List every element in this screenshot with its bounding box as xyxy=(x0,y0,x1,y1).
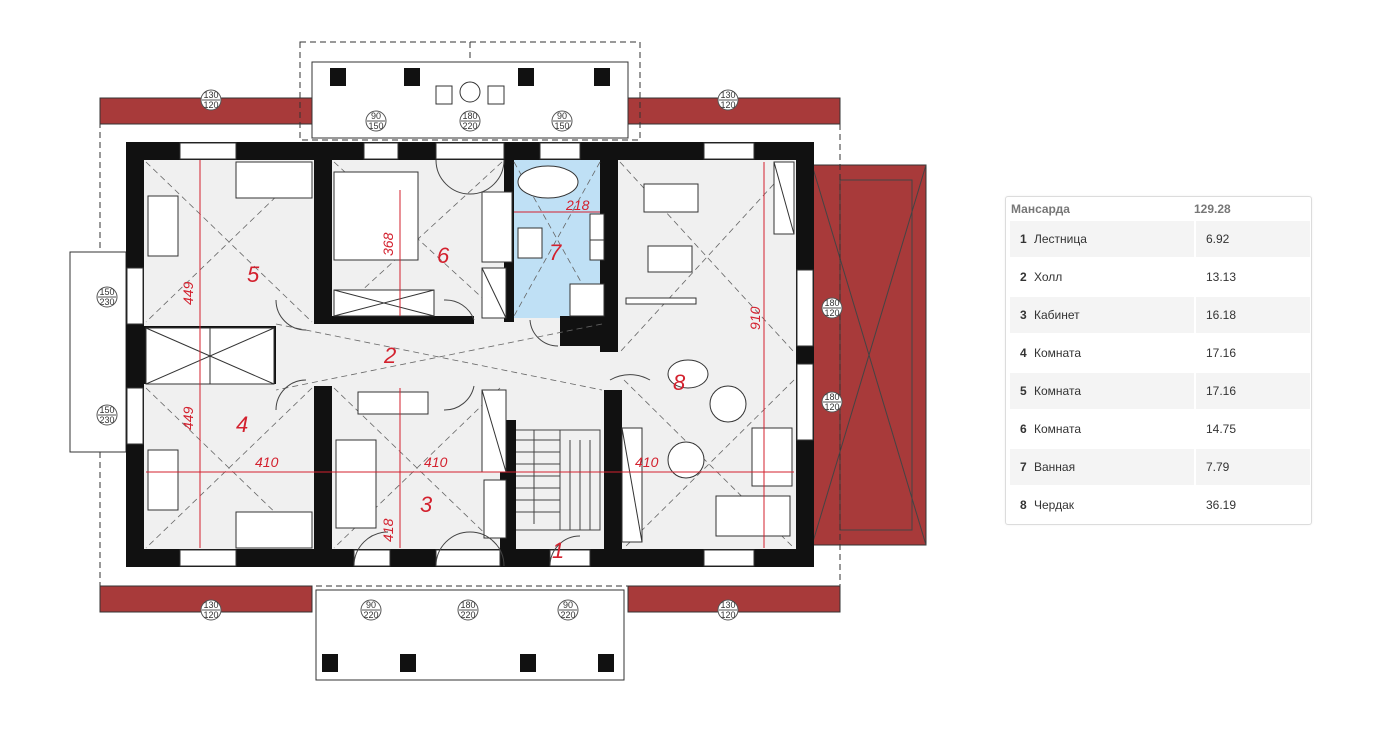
svg-text:130: 130 xyxy=(720,600,735,610)
svg-text:180: 180 xyxy=(460,600,475,610)
dim-449-upper: 449 xyxy=(180,281,196,305)
room-area: 14.75 xyxy=(1206,422,1237,436)
room-number: 2 xyxy=(1020,270,1027,284)
room-label-2: 2 xyxy=(383,343,396,368)
svg-text:150: 150 xyxy=(368,121,383,131)
window-badge-bottom-left: 130 120 xyxy=(200,599,222,621)
svg-text:120: 120 xyxy=(720,100,735,110)
svg-text:90: 90 xyxy=(563,600,573,610)
table-row: 4 Комната 17.16 xyxy=(1010,335,1307,371)
room-number: 7 xyxy=(1020,460,1027,474)
room-area: 7.79 xyxy=(1206,460,1230,474)
svg-text:150: 150 xyxy=(554,121,569,131)
room-label-4: 4 xyxy=(236,412,248,437)
room-label-7: 7 xyxy=(549,240,562,265)
table-row: 7 Ванная 7.79 xyxy=(1010,449,1310,485)
window-badge-top-mid3: 90 150 xyxy=(551,110,573,132)
room-label-3: 3 xyxy=(420,492,433,517)
svg-text:150: 150 xyxy=(99,287,114,297)
window-badge-top-right: 130 120 xyxy=(717,89,739,111)
room-area: 17.16 xyxy=(1206,346,1237,360)
svg-text:90: 90 xyxy=(557,111,567,121)
room-name: Лестница xyxy=(1034,232,1087,246)
table-row: 5 Комната 17.16 xyxy=(1010,373,1310,409)
svg-text:120: 120 xyxy=(720,610,735,620)
svg-text:90: 90 xyxy=(371,111,381,121)
svg-text:230: 230 xyxy=(99,415,114,425)
balcony-left xyxy=(69,251,127,453)
area-table-header: Мансарда 129.28 xyxy=(1006,197,1311,219)
room-name: Комната xyxy=(1034,384,1081,398)
svg-text:120: 120 xyxy=(824,402,839,412)
window-badge-bottom-mid2: 180 220 xyxy=(457,599,479,621)
svg-text:220: 220 xyxy=(462,121,477,131)
svg-text:220: 220 xyxy=(363,610,378,620)
floor-plan: 449 449 368 418 910 218 410 410 410 1 2 … xyxy=(69,41,927,681)
svg-text:130: 130 xyxy=(203,90,218,100)
room-number: 3 xyxy=(1020,308,1027,322)
svg-text:150: 150 xyxy=(99,405,114,415)
dim-410-mid: 410 xyxy=(424,454,448,470)
window-badge-left1: 150 230 xyxy=(96,286,118,308)
room-number: 8 xyxy=(1020,498,1027,512)
table-row: 1 Лестница 6.92 xyxy=(1010,221,1310,257)
svg-text:180: 180 xyxy=(824,298,839,308)
room-label-5: 5 xyxy=(247,262,260,287)
room-label-6: 6 xyxy=(437,243,450,268)
room-area: 36.19 xyxy=(1206,498,1237,512)
room-name: Чердак xyxy=(1034,498,1074,512)
svg-text:120: 120 xyxy=(824,308,839,318)
window-badge-top-mid2: 180 220 xyxy=(459,110,481,132)
room-name: Холл xyxy=(1034,270,1063,284)
room-name: Комната xyxy=(1034,346,1081,360)
dim-218: 218 xyxy=(565,197,590,213)
room-number: 5 xyxy=(1020,384,1027,398)
floor-total-area: 129.28 xyxy=(1194,202,1231,216)
svg-text:90: 90 xyxy=(366,600,376,610)
svg-text:230: 230 xyxy=(99,297,114,307)
room-area: 17.16 xyxy=(1206,384,1237,398)
window-badge-bottom-mid1: 90 220 xyxy=(360,599,382,621)
dim-368: 368 xyxy=(380,232,396,256)
svg-text:180: 180 xyxy=(462,111,477,121)
dim-910: 910 xyxy=(747,306,763,330)
svg-text:180: 180 xyxy=(824,392,839,402)
floor-name: Мансарда xyxy=(1011,202,1070,216)
dim-418: 418 xyxy=(380,518,396,542)
svg-text:220: 220 xyxy=(560,610,575,620)
room-name: Комната xyxy=(1034,422,1081,436)
svg-text:120: 120 xyxy=(203,610,218,620)
room-name: Кабинет xyxy=(1034,308,1080,322)
window-badge-right2: 180 120 xyxy=(821,391,843,413)
room-number: 4 xyxy=(1020,346,1027,360)
table-row: 3 Кабинет 16.18 xyxy=(1010,297,1310,333)
room-label-8: 8 xyxy=(673,370,686,395)
table-row: 6 Комната 14.75 xyxy=(1010,411,1307,447)
walls xyxy=(126,142,814,567)
room-number: 1 xyxy=(1020,232,1027,246)
room-area: 6.92 xyxy=(1206,232,1230,246)
window-badge-right1: 180 120 xyxy=(821,297,843,319)
room-name: Ванная xyxy=(1034,460,1076,474)
svg-text:130: 130 xyxy=(720,90,735,100)
room-label-1: 1 xyxy=(552,538,564,563)
svg-text:130: 130 xyxy=(203,600,218,610)
dim-410-right: 410 xyxy=(635,454,659,470)
room-number: 6 xyxy=(1020,422,1027,436)
room-area: 13.13 xyxy=(1206,270,1237,284)
area-table: Мансарда 129.28 1 Лестница 6.92 2 Холл 13.… xyxy=(1005,196,1312,525)
dim-410-left: 410 xyxy=(255,454,279,470)
window-badge-top-mid1: 90 150 xyxy=(365,110,387,132)
window-badge-bottom-mid3: 90 220 xyxy=(557,599,579,621)
room-area: 16.18 xyxy=(1206,308,1237,322)
svg-text:220: 220 xyxy=(460,610,475,620)
dim-449-lower: 449 xyxy=(180,406,196,430)
window-badge-top-left: 130 120 xyxy=(200,89,222,111)
table-row: 2 Холл 13.13 xyxy=(1010,259,1307,295)
svg-text:120: 120 xyxy=(203,100,218,110)
window-badge-left2: 150 230 xyxy=(96,404,118,426)
table-row: 8 Чердак 36.19 xyxy=(1010,487,1307,523)
window-badge-bottom-right: 130 120 xyxy=(717,599,739,621)
